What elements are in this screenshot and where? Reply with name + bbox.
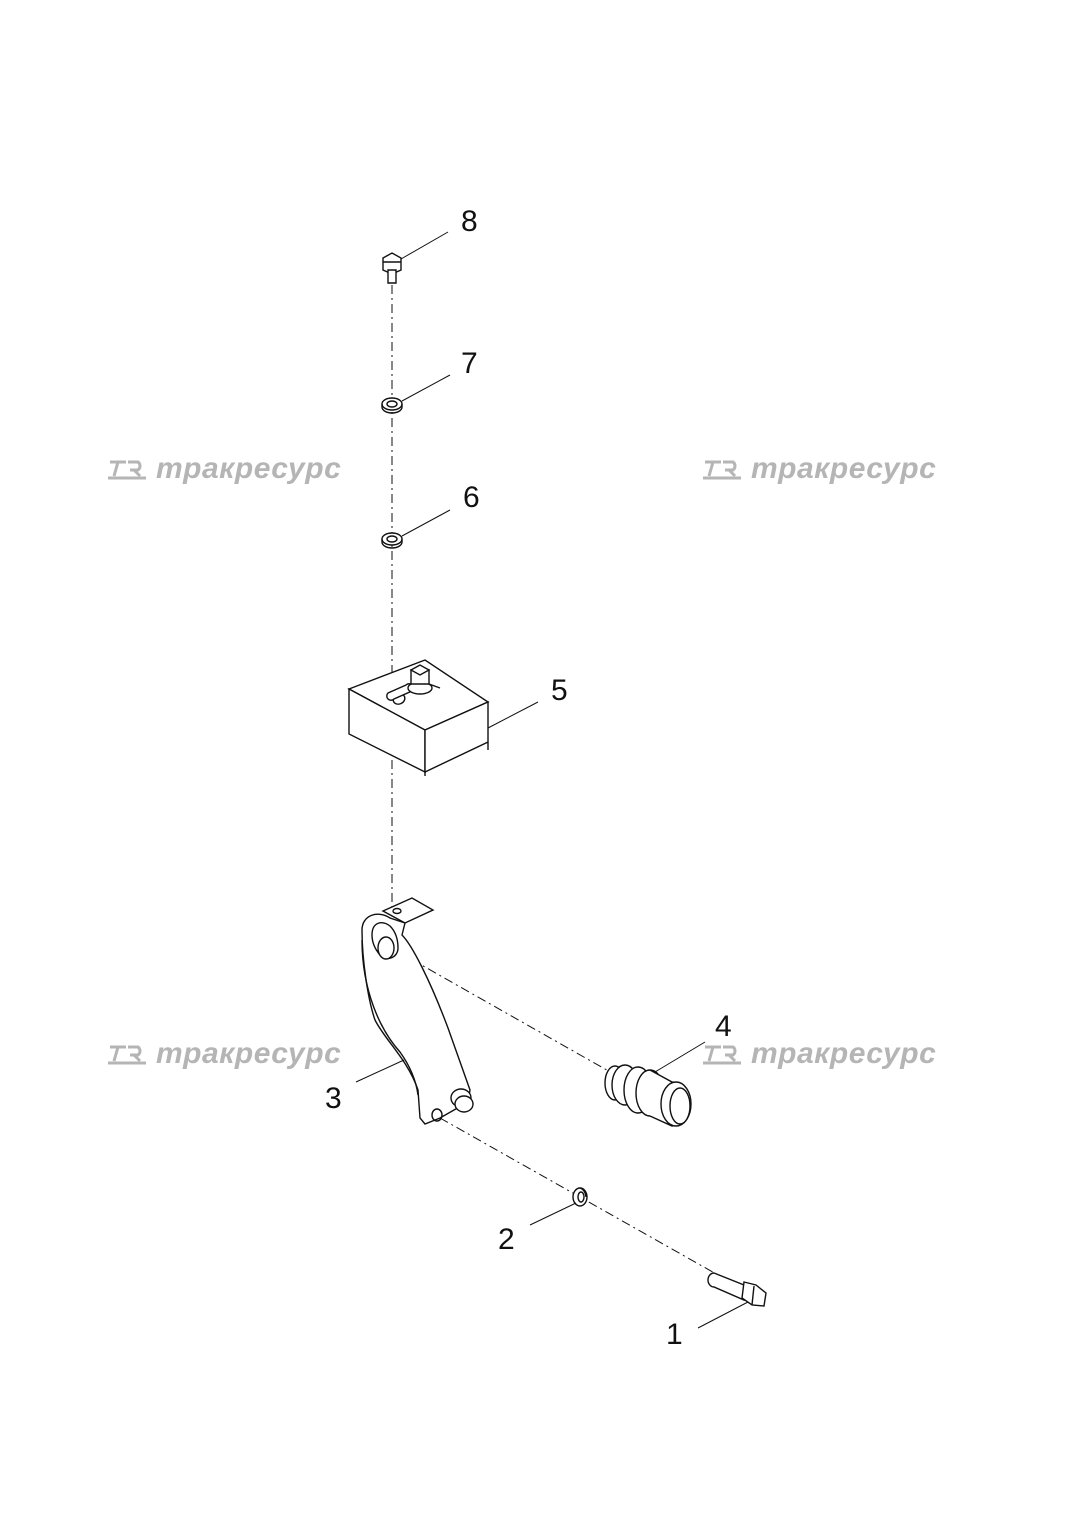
callout-7: 7	[461, 347, 478, 380]
leader-line-5	[487, 701, 539, 729]
leader-line-4	[654, 1041, 706, 1073]
part-3-bracket	[362, 898, 473, 1124]
watermark-bottom-right: тракресурс	[703, 1037, 936, 1071]
leader-line-8	[400, 231, 449, 260]
leader-line-3	[355, 1059, 405, 1083]
tr-logo-icon	[108, 460, 146, 480]
part-6-lock-washer	[382, 533, 402, 548]
watermark-text: тракресурс	[156, 1037, 342, 1070]
leader-line-2	[529, 1202, 577, 1226]
callout-8: 8	[461, 205, 478, 238]
part-4-switch	[605, 1065, 691, 1126]
callout-1: 1	[666, 1318, 683, 1351]
leader-line-7	[401, 374, 451, 402]
watermark-text: тракресурс	[156, 452, 342, 485]
part-8-bolt	[383, 253, 401, 283]
watermark-top-left: тракресурс	[108, 452, 341, 486]
callout-5: 5	[551, 674, 568, 707]
callout-2: 2	[498, 1223, 515, 1256]
callout-4: 4	[715, 1010, 732, 1043]
part-5-box	[349, 660, 488, 776]
callout-3: 3	[325, 1082, 342, 1115]
watermark-text: тракресурс	[751, 1037, 937, 1070]
tr-logo-icon	[108, 1045, 146, 1065]
watermark-top-right: тракресурс	[703, 452, 936, 486]
watermark-bottom-left: тракресурс	[108, 1037, 341, 1071]
assembly-axis-switch	[394, 949, 613, 1074]
watermark-text: тракресурс	[751, 452, 937, 485]
tr-logo-icon	[703, 1045, 741, 1065]
callout-6: 6	[463, 481, 480, 514]
leader-line-6	[401, 509, 451, 537]
tr-logo-icon	[703, 460, 741, 480]
leader-line-1	[697, 1301, 749, 1329]
part-1-bolt	[708, 1273, 766, 1306]
part-7-washer	[382, 398, 402, 413]
part-2-washer	[573, 1188, 587, 1206]
